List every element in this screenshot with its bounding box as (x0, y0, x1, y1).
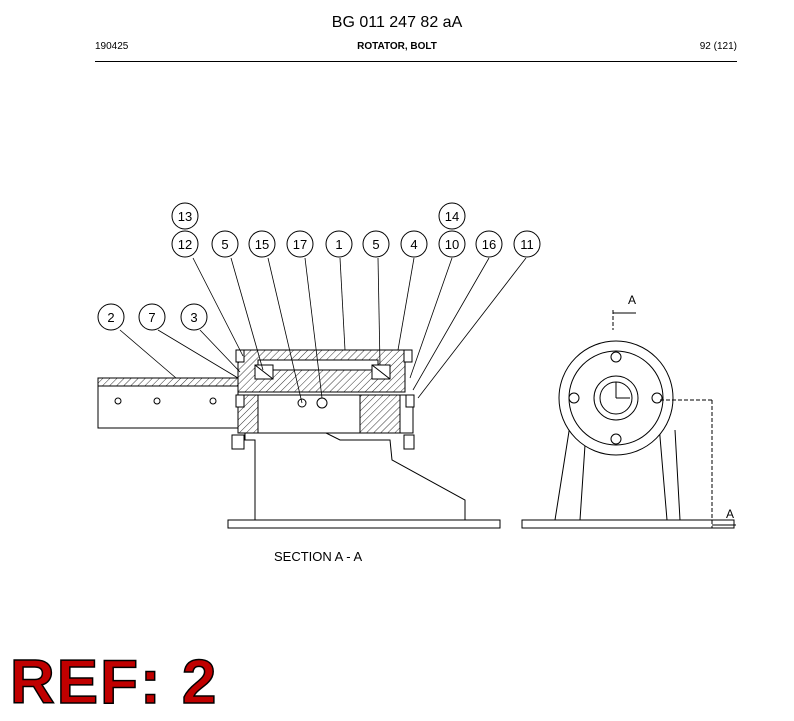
page-number: 92 (121) (699, 41, 737, 52)
svg-text:12: 12 (178, 237, 192, 252)
bolt-head (231, 434, 245, 450)
balloon-17: 17 (286, 230, 314, 258)
balloon-5: 5 (211, 230, 239, 258)
balloon-11: 11 (513, 230, 541, 258)
svg-text:4: 4 (410, 237, 417, 252)
o-ring (297, 398, 307, 408)
bearing-left-cross (254, 364, 274, 380)
svg-text:3: 3 (190, 310, 197, 325)
bolt-head (403, 349, 413, 363)
bearing-right-cross (371, 364, 391, 380)
arm-hatch (97, 377, 239, 387)
base-plate-end (521, 519, 735, 529)
svg-text:2: 2 (107, 310, 114, 325)
svg-text:5: 5 (221, 237, 228, 252)
balloon-4: 4 (400, 230, 428, 258)
bolt-head (235, 394, 245, 408)
reference-label: REF: 2 (9, 648, 219, 717)
svg-text:7: 7 (148, 310, 155, 325)
balloon-2: 2 (97, 303, 125, 331)
balloon-12: 12 (171, 230, 199, 258)
balloon-3: 3 (180, 303, 208, 331)
arm-hole (114, 397, 122, 405)
base-plate (227, 519, 501, 529)
flange-hole (651, 392, 663, 404)
section-mark-bottom: A (726, 507, 734, 521)
hub (593, 375, 639, 421)
housing-lower-hatch-right (359, 394, 401, 434)
support-legs (554, 424, 681, 521)
balloon-7: 7 (138, 303, 166, 331)
svg-text:1: 1 (335, 237, 342, 252)
section-label: SECTION A - A (274, 549, 362, 564)
balloon-10: 10 (438, 230, 466, 258)
balloon-1: 1 (325, 230, 353, 258)
balloon-15: 15 (248, 230, 276, 258)
svg-text:14: 14 (445, 209, 459, 224)
svg-text:10: 10 (445, 237, 459, 252)
svg-text:16: 16 (482, 237, 496, 252)
svg-text:17: 17 (293, 237, 307, 252)
flange-hole (568, 392, 580, 404)
section-mark-top: A (628, 293, 636, 307)
balloon-14: 14 (438, 202, 466, 230)
header-rule (95, 61, 737, 62)
svg-text:5: 5 (372, 237, 379, 252)
callout-balloons: 13 14 12 5 15 17 1 5 4 10 16 11 2 7 3 (97, 202, 541, 331)
page-title: ROTATOR, BOLT (357, 41, 437, 52)
document-number: BG 011 247 82 aA (331, 14, 463, 31)
support-body (244, 419, 466, 521)
bolt-head (405, 394, 415, 408)
balloon-16: 16 (475, 230, 503, 258)
svg-text:13: 13 (178, 209, 192, 224)
end-view (521, 310, 736, 529)
leader-lines (119, 257, 527, 404)
flange-hole (610, 351, 622, 363)
arm-hole (209, 397, 217, 405)
arm-hole (153, 397, 161, 405)
date-code: 190425 (95, 41, 129, 52)
balloon-13: 13 (171, 202, 199, 230)
section-view (97, 349, 501, 529)
svg-text:15: 15 (255, 237, 269, 252)
flange-hole (610, 433, 622, 445)
svg-text:11: 11 (520, 237, 534, 252)
bolt-head (403, 434, 415, 450)
balloon-5b: 5 (362, 230, 390, 258)
